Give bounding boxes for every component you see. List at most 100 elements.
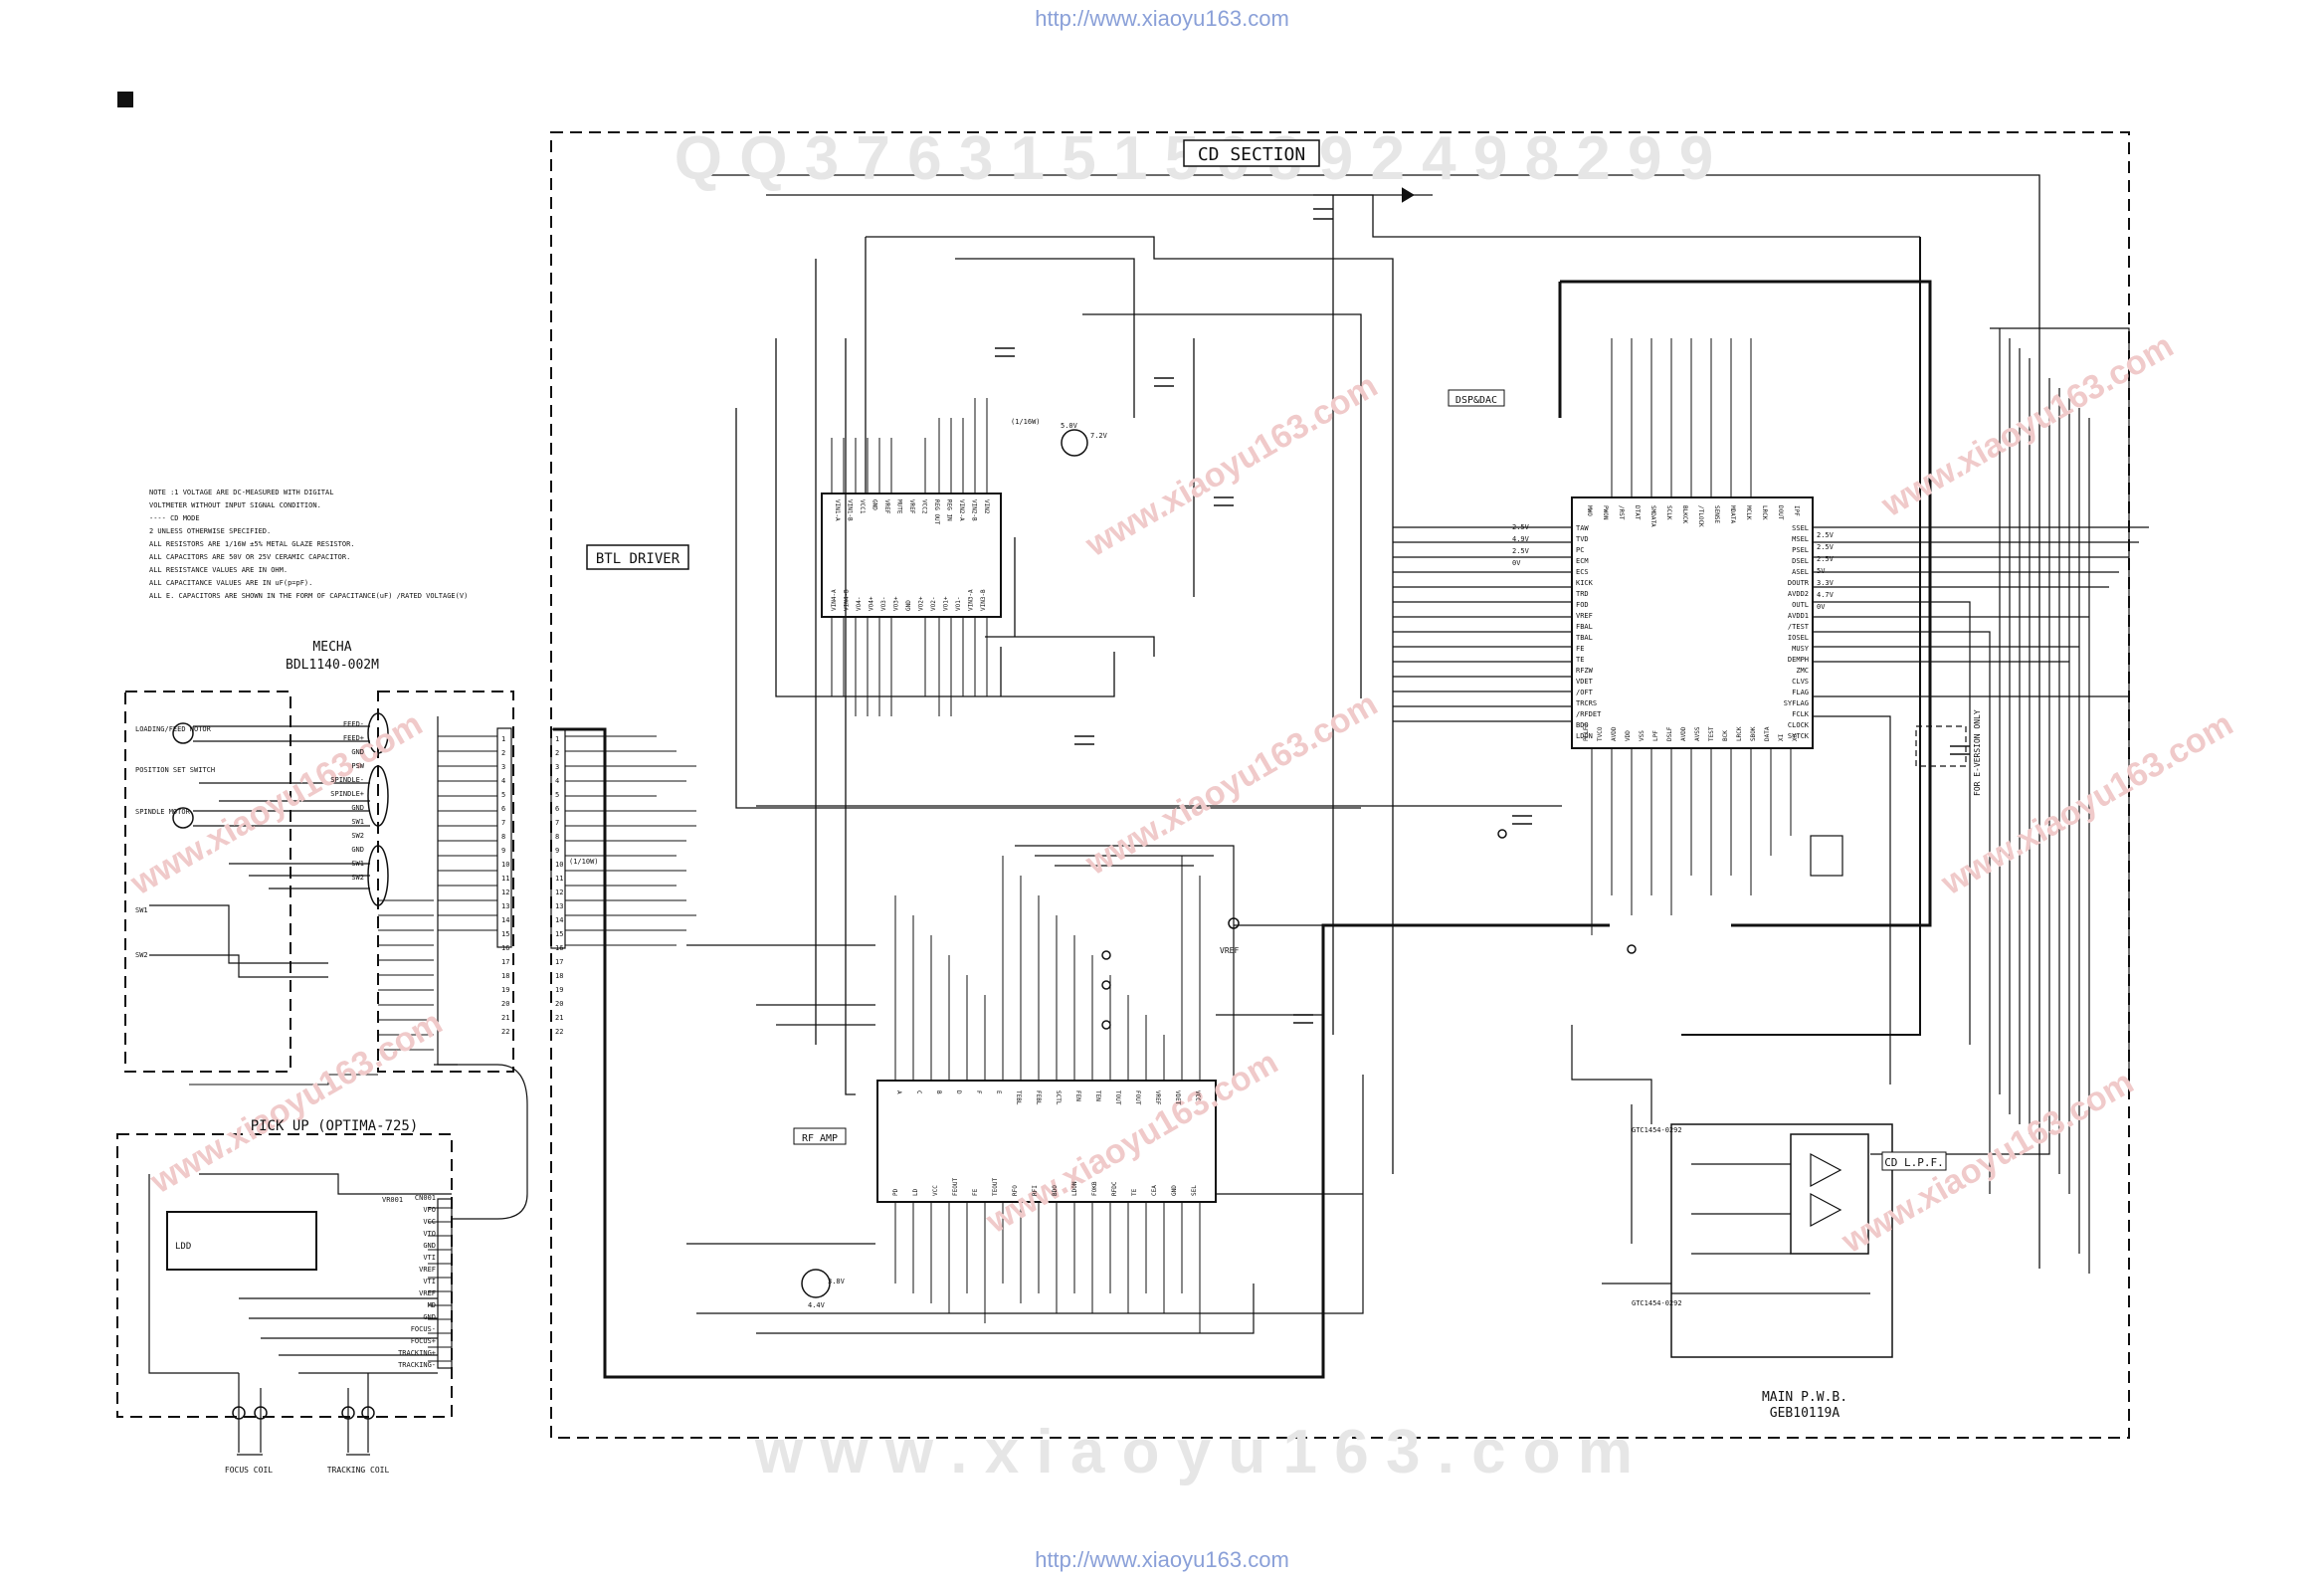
mecha-frame-right <box>377 691 514 1073</box>
connector-number: 1 <box>501 735 505 743</box>
dsp-pin-label: ZMC <box>1796 667 1809 675</box>
watermark-bottom-row: w w w . x i a o y u 1 6 3 . c o m <box>754 1418 1633 1486</box>
dsp-pin-label: ASEL <box>1792 568 1809 576</box>
pickup-pin-label: TRACKING+ <box>398 1349 436 1357</box>
connector-number: 17 <box>501 958 509 966</box>
rf-pin-label: FOKB <box>1091 1181 1098 1196</box>
rf-pin-label: SCTL <box>1055 1090 1062 1105</box>
rf-pin-label: VCC <box>932 1185 939 1196</box>
note-line: ---- CD MODE <box>149 514 200 522</box>
pickup-pin-label: VTI <box>423 1278 436 1285</box>
mecha-pins: FEED-FEED+GNDPSWSPINDLE-SPINDLE+GNDSW1SW… <box>330 720 364 882</box>
dsp-pin-label: PC <box>1576 546 1584 554</box>
btl-driver-ic <box>821 493 1002 618</box>
dsp-pin-label: DATA <box>1764 726 1771 741</box>
voltage-labels: 2.5V4.9V2.5V0V2.5V2.5V2.5V5V3.3V4.7V0V7.… <box>808 422 1835 1309</box>
voltage-label: 5V <box>1817 567 1826 575</box>
focus-coil-label: FOCUS COIL <box>225 1466 273 1475</box>
connector-number: 2 <box>501 749 505 757</box>
dsp-dac-ic <box>1571 496 1814 749</box>
pickup-title: PICK UP (OPTIMA-725) <box>251 1118 419 1134</box>
dsp-pin-label: TVCO <box>1597 726 1604 741</box>
rf-pin-label: FOUT <box>1134 1090 1141 1105</box>
connector-number: 20 <box>555 1000 563 1008</box>
mecha-item-label: SW2 <box>135 951 148 959</box>
btl-pin-label: VO2- <box>930 597 937 611</box>
watermark-diagonal-3: www.xiaoyu163.com <box>979 1043 1284 1241</box>
btl-pin-label: VIN1-A <box>834 499 841 521</box>
dsp-pin-label: RFZW <box>1576 667 1594 675</box>
mecha-pin-label: GND <box>351 804 364 812</box>
cd-lpf-label: CD L.P.F. <box>1884 1156 1944 1169</box>
mecha-item-label: SW1 <box>135 906 148 914</box>
note-line: ALL RESISTANCE VALUES ARE IN OHM. <box>149 566 288 574</box>
connector-number: 15 <box>501 930 509 938</box>
dsp-pin-label: TRD <box>1576 590 1589 598</box>
connector-number: 3 <box>555 763 559 771</box>
dsp-pin-label: FBAL <box>1576 623 1593 631</box>
mecha-pin-label: PSW <box>351 762 364 770</box>
rf-pin-label: BDO <box>1052 1185 1059 1196</box>
dsp-pin-label: XO <box>1792 733 1799 741</box>
voltage-label: 2.5V <box>1512 547 1530 555</box>
vref-label: VREF <box>1220 946 1239 955</box>
connector-number: 11 <box>501 875 509 883</box>
connector-number: 6 <box>501 805 505 813</box>
voltage-label: 4.9V <box>1512 535 1530 543</box>
dsp-pin-label: VREF <box>1576 612 1593 620</box>
dsp-pin-label: TRCRS <box>1576 699 1597 707</box>
connector-number: 13 <box>555 902 563 910</box>
note-line: ALL CAPACITANCE VALUES ARE IN uF(p=pF). <box>149 579 312 587</box>
rf-pin-label: PD <box>892 1188 899 1196</box>
btl-pin-label: VIN2 <box>983 499 990 514</box>
dsp-pin-label: SENSE <box>1713 505 1720 523</box>
rf-pin-label: FEBL <box>1035 1090 1042 1105</box>
connector-number: 19 <box>501 986 509 994</box>
source-url-bottom: http://www.xiaoyu163.com <box>1035 1547 1289 1572</box>
schematic-notes: NOTE :1 VOLTAGE ARE DC-MEASURED WITH DIG… <box>149 489 468 600</box>
rf-pin-label: FEN <box>1074 1090 1081 1101</box>
for-version-label: FOR E-VERSION ONLY <box>1973 709 1982 796</box>
voltage-label: 2.5V <box>1817 543 1835 551</box>
cd-section-label: CD SECTION <box>1198 144 1305 165</box>
dsp-pins-right: SSELMSELPSELDSELASELDOUTRAVDD2OUTLAVDD1/… <box>1784 524 1810 740</box>
btl-pin-label: VO3- <box>880 597 887 611</box>
rf-pin-label: TEBL <box>1015 1090 1022 1105</box>
dsp-pin-label: PWON <box>1602 505 1609 520</box>
dsp-pin-label: LDON <box>1576 732 1593 740</box>
voltage-label: 0V <box>1817 603 1826 611</box>
rf-pin-label: E <box>995 1090 1002 1094</box>
rf-pin-label: B <box>935 1090 942 1094</box>
dsp-pin-label: LPF <box>1652 730 1659 741</box>
dsp-pin-label: AVSS <box>1694 726 1701 741</box>
dsp-pin-label: ECS <box>1576 568 1589 576</box>
dsp-pin-label: DOUT <box>1777 505 1784 520</box>
dsp-pin-label: DOUTR <box>1788 579 1810 587</box>
note-line: ALL CAPACITORS ARE 50V OR 25V CERAMIC CA… <box>149 553 350 561</box>
connector-number: 1 <box>555 735 559 743</box>
mecha-pin-label: GND <box>351 846 364 854</box>
dsp-pin-label: KICK <box>1576 579 1594 587</box>
mecha-pin-label: SW2 <box>351 874 364 882</box>
pickup-pin-label: FOCUS- <box>411 1325 436 1333</box>
connector-number: 8 <box>555 833 559 841</box>
dsp-pin-label: SMDATA <box>1649 505 1656 527</box>
btl-pin-label: REG IN <box>946 499 953 521</box>
mecha-pin-label: SPINDLE+ <box>330 790 364 798</box>
btl-pin-label: VO3+ <box>893 596 900 611</box>
rf-pin-label: TE <box>1131 1188 1138 1196</box>
connector-number: 3 <box>501 763 505 771</box>
pickup-pin-label: VCC <box>423 1218 436 1226</box>
rf-pin-label: FEOUT <box>952 1178 959 1196</box>
dsp-pin-label: PLLF2 <box>1583 723 1590 741</box>
btl-driver-label: BTL DRIVER <box>596 551 680 567</box>
dsp-pin-label: AVDD <box>1680 726 1687 741</box>
rf-pin-label: RFDC <box>1111 1181 1118 1196</box>
dsp-pin-label: FOD <box>1576 601 1589 609</box>
btl-pin-label: REG OUT <box>933 499 940 525</box>
